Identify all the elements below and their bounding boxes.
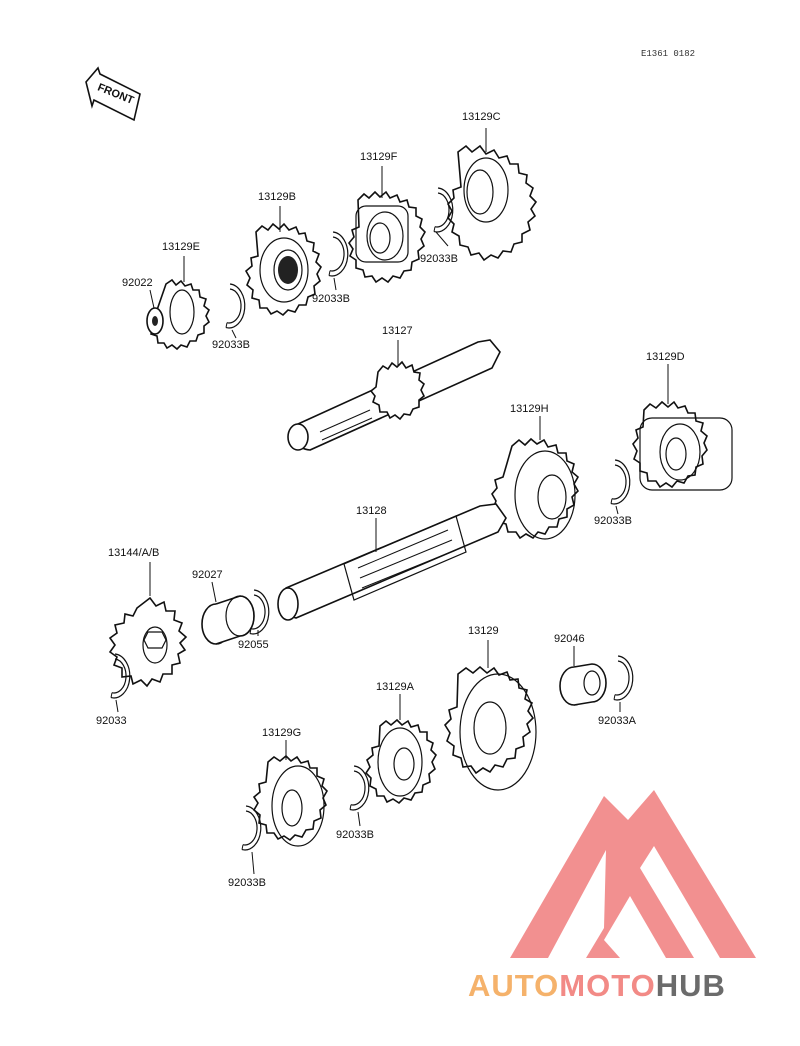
- part-labels: 13129C 13129F 13129B 13129E 92022 92033B…: [96, 111, 685, 889]
- part-label: 13129D: [646, 351, 685, 363]
- circlip-92033B-icon: [433, 187, 454, 233]
- watermark-text: AUTOMOTOHUB: [468, 968, 726, 1003]
- shaft-13128-icon: [277, 503, 507, 621]
- gear-13129E-icon: [147, 278, 211, 351]
- circlip-92033A-icon: [613, 655, 634, 701]
- part-label: 13129G: [262, 727, 301, 739]
- front-arrow-icon: FRONT: [85, 66, 141, 122]
- collar-92027-icon: [201, 595, 255, 645]
- watermark-moto: MOTO: [559, 968, 655, 1003]
- part-label: 13127: [382, 325, 413, 337]
- circlip-92033B-icon: [328, 231, 349, 277]
- part-label: 92055: [238, 639, 269, 651]
- part-label: 13129F: [360, 151, 398, 163]
- part-label: 92033: [96, 715, 127, 727]
- watermark-hub: HUB: [656, 968, 726, 1003]
- part-label: 92033B: [312, 293, 350, 305]
- gear-13129-icon: [443, 665, 537, 791]
- part-label: 13128: [356, 505, 387, 517]
- automotohub-logo-icon: [510, 790, 756, 958]
- part-label: 13129C: [462, 111, 501, 123]
- part-label: 92022: [122, 277, 153, 289]
- part-label: 13129E: [162, 241, 200, 253]
- leader-lines: [115, 128, 669, 875]
- part-label: 92033B: [336, 829, 374, 841]
- washer-92022-icon: [146, 307, 164, 335]
- gear-13129F-icon: [348, 190, 426, 284]
- gear-13129B-icon: [244, 222, 322, 317]
- gear-13129G-icon: [252, 754, 328, 847]
- circlip-92033B-icon: [610, 459, 631, 505]
- part-label: 13129B: [258, 191, 296, 203]
- part-label: 92033B: [420, 253, 458, 265]
- gear-13129C-icon: [447, 144, 538, 262]
- part-label: 92027: [192, 569, 223, 581]
- part-label: 92046: [554, 633, 585, 645]
- gear-13129A-icon: [364, 718, 437, 805]
- part-label: 13129H: [510, 403, 549, 415]
- part-label: 92033B: [228, 877, 266, 889]
- sprocket-13144-icon: [108, 596, 188, 688]
- part-label: 92033B: [594, 515, 632, 527]
- gear-13129H-icon: [491, 437, 580, 540]
- part-label: 92033A: [598, 715, 637, 727]
- part-label: 13129A: [376, 681, 415, 693]
- part-label: 13129: [468, 625, 499, 637]
- drawing-reference-code: E1361 0182: [641, 49, 695, 59]
- part-label: 13144/A/B: [108, 547, 159, 559]
- needle-bearing-92046-icon: [559, 663, 607, 706]
- gear-13129D-icon: [632, 400, 733, 491]
- watermark-auto: AUTO: [468, 968, 559, 1003]
- circlip-92033B-icon: [225, 283, 246, 329]
- shaft-13127-icon: [287, 339, 501, 451]
- part-label: 92033B: [212, 339, 250, 351]
